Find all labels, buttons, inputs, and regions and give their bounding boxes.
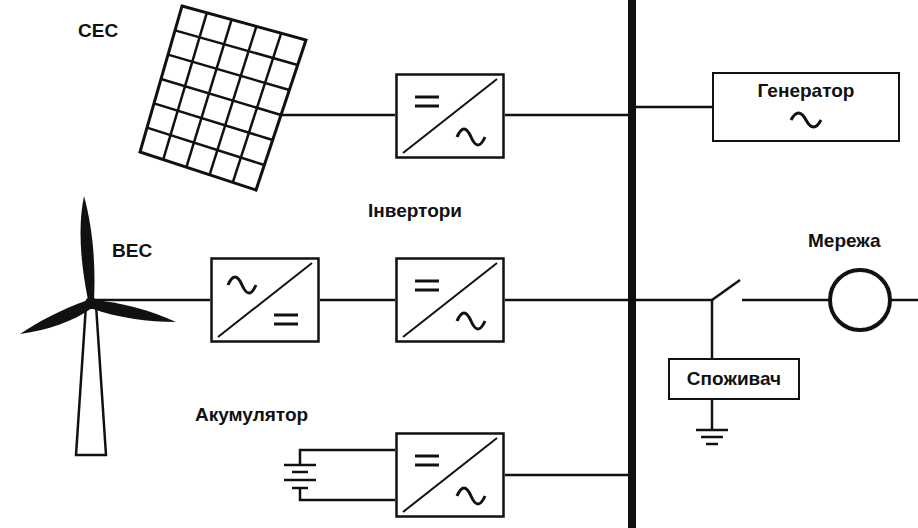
node-label: Генератор — [758, 80, 855, 102]
ac-symbol — [786, 106, 826, 130]
battery-symbol — [284, 465, 316, 488]
inverter-symbol — [397, 259, 504, 342]
station-label: СЕС — [76, 20, 120, 42]
rectifier-symbol — [212, 259, 319, 342]
generator-box: Генератор — [712, 72, 900, 142]
consumer-box: Споживач — [668, 358, 800, 400]
grid-symbol — [830, 270, 890, 330]
grid-label: Мережа — [806, 230, 883, 252]
station-label: ВЕС — [110, 240, 154, 262]
battery-label: Акумулятор — [193, 404, 310, 426]
ground-symbol — [696, 400, 728, 444]
inverter-symbol — [397, 75, 504, 158]
inverter-symbol — [397, 434, 504, 517]
solar-panel — [140, 6, 306, 190]
node-label: Споживач — [687, 368, 781, 390]
bus-bar — [628, 0, 636, 528]
group-label: Інвертори — [366, 200, 464, 222]
wind-turbine — [20, 196, 176, 455]
